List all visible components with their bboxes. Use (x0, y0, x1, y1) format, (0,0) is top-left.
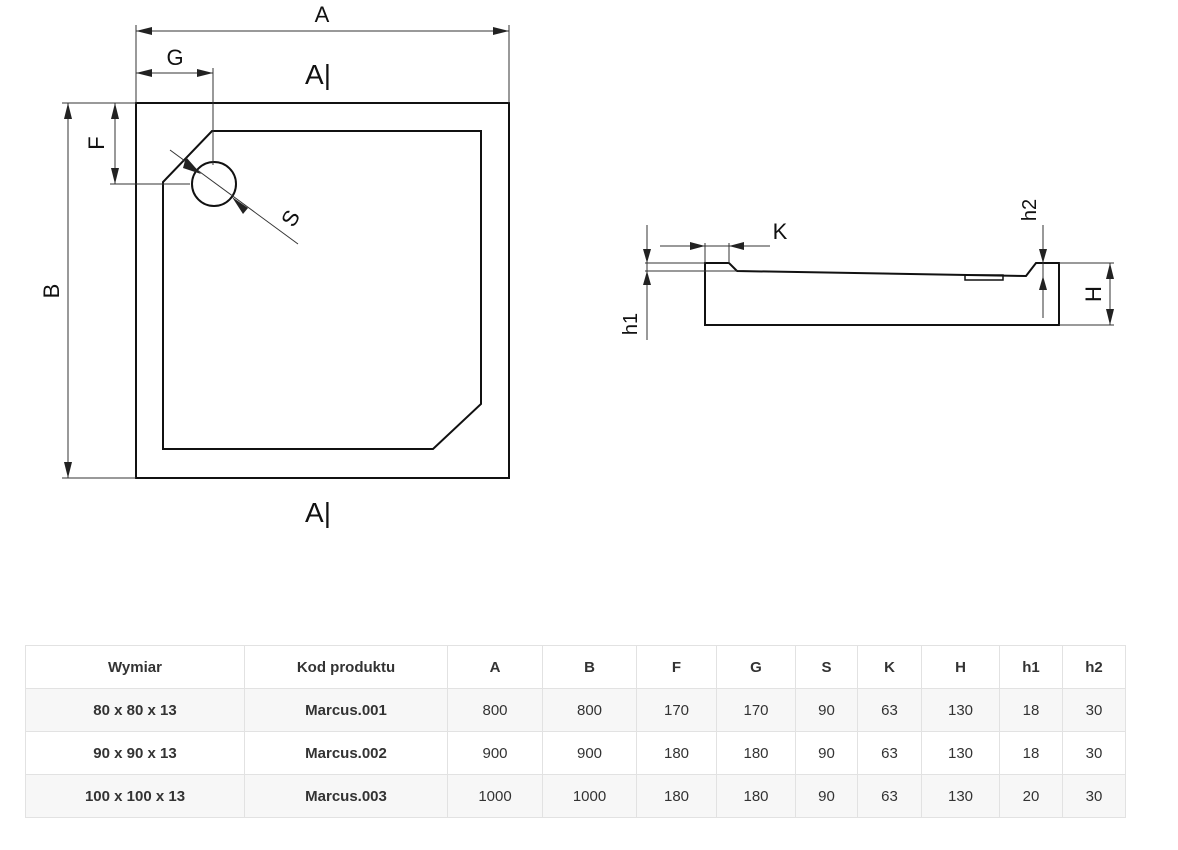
arrow-k-right (729, 242, 744, 250)
arrow-a-left (136, 27, 152, 35)
header-kod-produktu: Kod produktu (244, 645, 448, 689)
cell-b: 1000 (542, 774, 637, 818)
header-a: A (447, 645, 543, 689)
arrow-f-top (111, 103, 119, 119)
cell-k: 63 (857, 688, 922, 732)
arrow-h-top (1106, 263, 1114, 279)
cell-f: 180 (636, 731, 717, 775)
cell-h: 130 (921, 774, 1000, 818)
cell-b: 800 (542, 688, 637, 732)
dimension-label-h2: h2 (1019, 199, 1041, 221)
arrow-b-top (64, 103, 72, 119)
arrow-b-bottom (64, 462, 72, 478)
technical-drawing: S A G A| A| B F h1 K h2 H (39, 2, 1114, 528)
cell-f: 180 (636, 774, 717, 818)
cell-wymiar: 80 x 80 x 13 (25, 688, 245, 732)
dimension-label-b: B (39, 284, 64, 299)
cell-h1: 18 (999, 731, 1063, 775)
arrow-h1-top (643, 249, 651, 263)
table-row: 90 x 90 x 13 Marcus.002 900 900 180 180 … (25, 731, 1126, 775)
arrow-h2-bottom (1039, 276, 1047, 290)
dimension-label-h1: h1 (620, 313, 642, 335)
dimensions-table: Wymiar Kod produktu A B F G S K H h1 h2 … (25, 645, 1126, 818)
arrow-h2-top (1039, 249, 1047, 263)
cell-s: 90 (795, 774, 858, 818)
cell-h2: 30 (1062, 731, 1126, 775)
cell-kod-produktu: Marcus.001 (244, 688, 448, 732)
cell-a: 1000 (447, 774, 543, 818)
dimension-label-s: S (276, 206, 305, 231)
cell-h: 130 (921, 731, 1000, 775)
cell-wymiar: 90 x 90 x 13 (25, 731, 245, 775)
section-marker-top: A| (305, 59, 331, 90)
cell-h1: 18 (999, 688, 1063, 732)
arrow-s-1 (183, 157, 201, 174)
arrow-s-2 (232, 197, 248, 214)
dimension-label-k: K (773, 219, 788, 244)
arrow-a-right (493, 27, 509, 35)
cell-s: 90 (795, 731, 858, 775)
dimension-label-g: G (166, 45, 183, 70)
cell-a: 900 (447, 731, 543, 775)
header-f: F (636, 645, 717, 689)
tray-inner-outline (162, 130, 482, 450)
cell-g: 170 (716, 688, 796, 732)
cell-kod-produktu: Marcus.002 (244, 731, 448, 775)
drain-circle (191, 161, 237, 207)
header-h: H (921, 645, 1000, 689)
header-b: B (542, 645, 637, 689)
dimension-label-f: F (84, 136, 109, 149)
cell-h: 130 (921, 688, 1000, 732)
header-h1: h1 (999, 645, 1063, 689)
cell-g: 180 (716, 774, 796, 818)
cell-h2: 30 (1062, 688, 1126, 732)
header-k: K (857, 645, 922, 689)
section-marker-bottom: A| (305, 497, 331, 528)
cell-k: 63 (857, 731, 922, 775)
dimension-label-a: A (315, 2, 330, 27)
arrow-k-left (690, 242, 705, 250)
table-header-row: Wymiar Kod produktu A B F G S K H h1 h2 (25, 645, 1126, 689)
cell-wymiar: 100 x 100 x 13 (25, 774, 245, 818)
arrow-g-left (136, 69, 152, 77)
tray-outline (135, 102, 510, 479)
section-profile (704, 262, 1060, 326)
arrow-h1-bottom (643, 271, 651, 285)
cell-kod-produktu: Marcus.003 (244, 774, 448, 818)
arrow-h-bottom (1106, 309, 1114, 325)
cell-h1: 20 (999, 774, 1063, 818)
cell-g: 180 (716, 731, 796, 775)
header-s: S (795, 645, 858, 689)
cell-f: 170 (636, 688, 717, 732)
table-row: 100 x 100 x 13 Marcus.003 1000 1000 180 … (25, 774, 1126, 818)
arrow-f-bottom (111, 168, 119, 184)
table-row: 80 x 80 x 13 Marcus.001 800 800 170 170 … (25, 688, 1126, 732)
cell-s: 90 (795, 688, 858, 732)
header-wymiar: Wymiar (25, 645, 245, 689)
drain-slot (964, 274, 1004, 281)
dimension-label-h: H (1081, 286, 1106, 302)
cell-a: 800 (447, 688, 543, 732)
cell-b: 900 (542, 731, 637, 775)
cell-h2: 30 (1062, 774, 1126, 818)
header-h2: h2 (1062, 645, 1126, 689)
header-g: G (716, 645, 796, 689)
arrow-g-right (197, 69, 213, 77)
cell-k: 63 (857, 774, 922, 818)
